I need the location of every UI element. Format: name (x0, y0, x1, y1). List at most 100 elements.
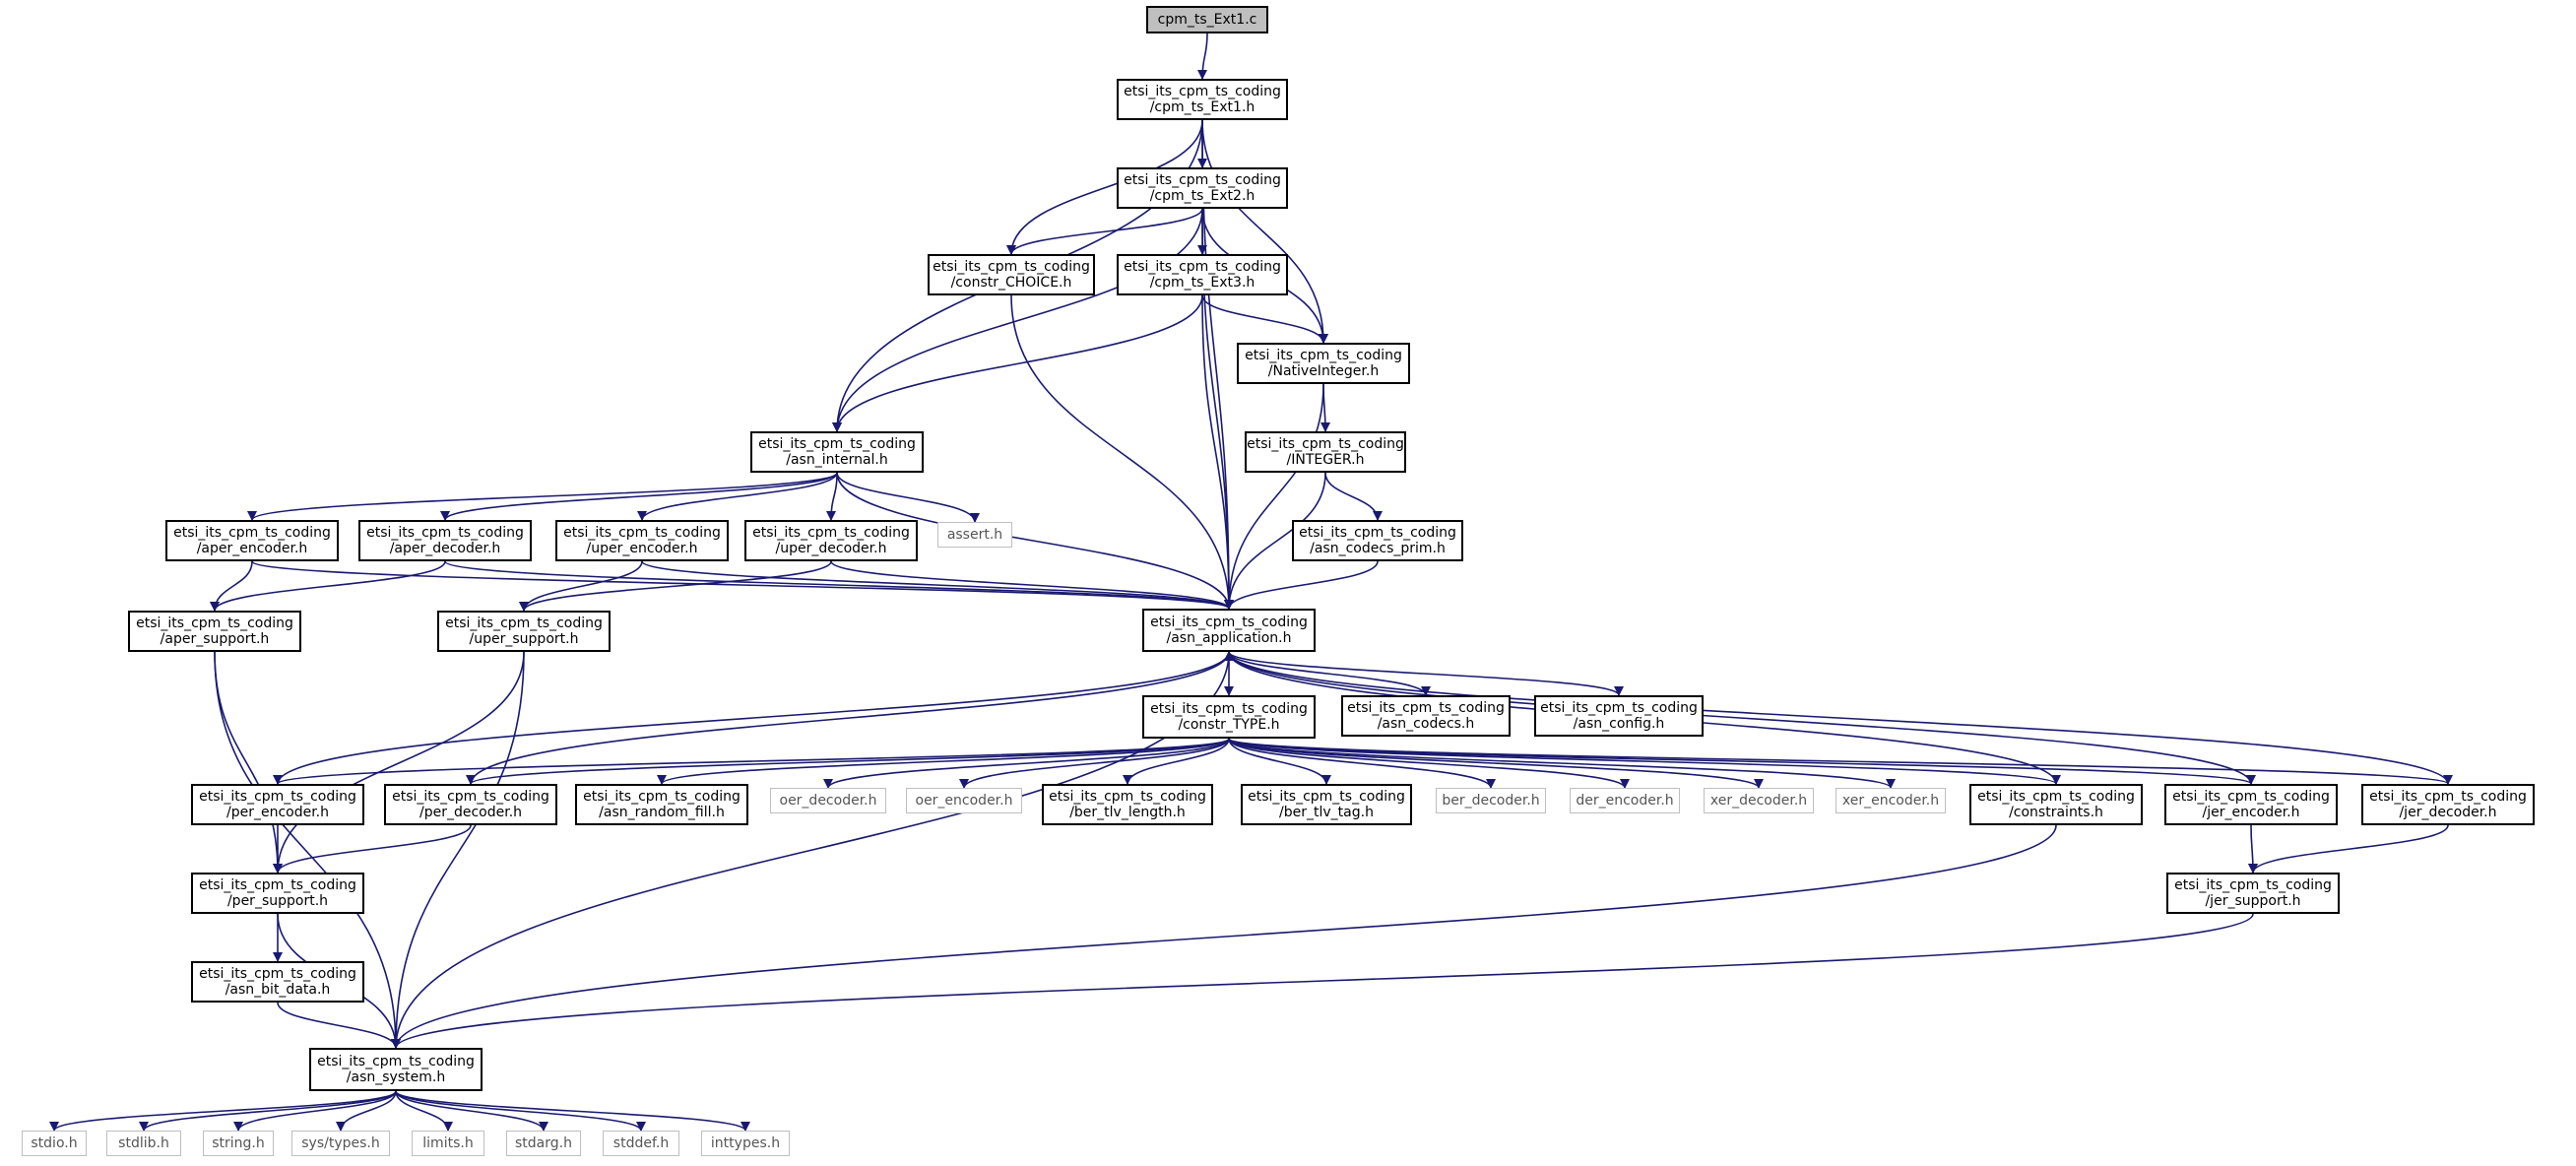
edge-integer-to-codecs_prim (1324, 472, 1383, 521)
node-inttypes: inttypes.h (701, 1131, 790, 1156)
node-label-line: /uper_decoder.h (775, 541, 887, 556)
node-bit-data[interactable]: etsi_its_cpm_ts_coding/asn_bit_data.h (191, 961, 364, 1003)
node-label-line: /asn_codecs_prim.h (1310, 541, 1446, 556)
node-label-line: stdlib.h (118, 1135, 169, 1151)
edge-per_dec-to-per_sup (273, 824, 472, 874)
edge-uper_sup-to-asn_system (391, 651, 525, 1049)
node-label-line: oer_decoder.h (779, 793, 877, 809)
node-asn-app[interactable]: etsi_its_cpm_ts_coding/asn_application.h (1142, 609, 1316, 652)
node-label-line: etsi_its_cpm_ts_coding (199, 966, 356, 982)
node-aper-dec[interactable]: etsi_its_cpm_ts_coding/aper_decoder.h (358, 520, 532, 561)
edge-ext3-to-asn_app (1201, 294, 1234, 610)
node-label-line: /per_decoder.h (419, 805, 523, 820)
edge-asn_internal-to-uper_dec (826, 472, 838, 521)
node-label-line: etsi_its_cpm_ts_coding (758, 436, 916, 452)
edge-constr_type-to-constraints (1228, 738, 2061, 785)
edge-constr_type-to-oer_enc (959, 738, 1230, 789)
node-der-enc: der_encoder.h (1570, 788, 1680, 813)
node-per-sup[interactable]: etsi_its_cpm_ts_coding/per_support.h (191, 873, 364, 914)
node-label-line: stdio.h (31, 1135, 78, 1151)
node-per-enc[interactable]: etsi_its_cpm_ts_coding/per_encoder.h (191, 784, 364, 825)
node-label-line: cpm_ts_Ext1.c (1157, 12, 1257, 28)
node-uper-sup[interactable]: etsi_its_cpm_ts_coding/uper_support.h (437, 611, 611, 652)
node-jer-dec[interactable]: etsi_its_cpm_ts_coding/jer_decoder.h (2361, 784, 2535, 825)
node-ext2[interactable]: etsi_its_cpm_ts_coding/cpm_ts_Ext2.h (1117, 167, 1288, 209)
edge-jer_enc-to-jer_sup (2247, 824, 2258, 874)
node-uper-dec[interactable]: etsi_its_cpm_ts_coding/uper_decoder.h (744, 520, 918, 561)
edge-constraints-to-asn_system (391, 824, 2057, 1049)
node-label-line: etsi_its_cpm_ts_coding (1247, 436, 1404, 452)
node-label-line: etsi_its_cpm_ts_coding (563, 525, 721, 541)
edge-constr_type-to-ber_tag (1228, 738, 1331, 785)
node-uper-enc[interactable]: etsi_its_cpm_ts_coding/uper_encoder.h (555, 520, 729, 561)
edge-ext2-to-choice (1006, 208, 1203, 255)
edge-asn_system-to-string (233, 1090, 397, 1132)
node-aper-sup[interactable]: etsi_its_cpm_ts_coding/aper_support.h (128, 611, 301, 652)
node-codecs-prim[interactable]: etsi_its_cpm_ts_coding/asn_codecs_prim.h (1292, 520, 1463, 561)
node-label-line: stddef.h (612, 1135, 670, 1151)
node-label-line: etsi_its_cpm_ts_coding (752, 525, 910, 541)
node-asn-internal[interactable]: etsi_its_cpm_ts_coding/asn_internal.h (750, 431, 924, 473)
node-oer-dec: oer_decoder.h (770, 788, 886, 813)
node-label-line: etsi_its_cpm_ts_coding (583, 789, 741, 805)
edge-aper_enc-to-asn_app (251, 560, 1234, 610)
node-aper-enc[interactable]: etsi_its_cpm_ts_coding/aper_encoder.h (165, 520, 339, 561)
edge-per_enc-to-asn_app (277, 651, 1234, 785)
node-asn-system[interactable]: etsi_its_cpm_ts_coding/asn_system.h (309, 1048, 483, 1091)
edge-codecs_prim-to-asn_app (1224, 560, 1379, 610)
node-ber-len[interactable]: etsi_its_cpm_ts_coding/ber_tlv_length.h (1042, 784, 1213, 825)
node-asn-config[interactable]: etsi_its_cpm_ts_coding/asn_config.h (1534, 695, 1704, 737)
node-jer-enc[interactable]: etsi_its_cpm_ts_coding/jer_encoder.h (2164, 784, 2338, 825)
edge-ext1-to-native (1201, 119, 1328, 344)
node-label-line: /asn_internal.h (786, 452, 888, 468)
edge-jer_sup-to-asn_system (391, 913, 2254, 1049)
node-integer[interactable]: etsi_its_cpm_ts_coding/INTEGER.h (1245, 431, 1406, 473)
edge-constr_type-to-der_enc (1228, 738, 1630, 789)
edge-bit_data-to-asn_system (277, 1002, 401, 1049)
edge-asn_app-to-asn_codecs (1228, 651, 1431, 696)
node-constr-type[interactable]: etsi_its_cpm_ts_coding/constr_TYPE.h (1142, 695, 1316, 739)
node-jer-sup[interactable]: etsi_its_cpm_ts_coding/jer_support.h (2166, 873, 2340, 914)
node-label-line: /NativeInteger.h (1267, 363, 1380, 379)
edge-jer_dec-to-asn_app (1224, 651, 2449, 785)
node-stdlib: stdlib.h (106, 1131, 181, 1156)
node-label-line: /jer_decoder.h (2399, 805, 2497, 820)
edge-jer_dec-to-jer_sup (2248, 824, 2449, 874)
edge-asn_internal-to-aper_enc (247, 472, 838, 521)
node-label-line: string.h (212, 1135, 265, 1151)
node-label-line: /asn_random_fill.h (599, 805, 725, 820)
edge-jer_enc-to-asn_app (1224, 651, 2252, 785)
node-ext3[interactable]: etsi_its_cpm_ts_coding/cpm_ts_Ext3.h (1117, 254, 1288, 295)
node-label-line: etsi_its_cpm_ts_coding (1540, 700, 1698, 716)
node-assert: assert.h (937, 522, 1012, 548)
node-label-line: etsi_its_cpm_ts_coding (317, 1054, 475, 1069)
node-random-fill[interactable]: etsi_its_cpm_ts_coding/asn_random_fill.h (575, 784, 748, 825)
node-label-line: der_encoder.h (1576, 793, 1674, 809)
node-label-line: /per_support.h (226, 893, 329, 909)
node-ber-tag[interactable]: etsi_its_cpm_ts_coding/ber_tlv_tag.h (1241, 784, 1412, 825)
edge-constr_type-to-jer_dec (1228, 738, 2453, 785)
node-ext1[interactable]: etsi_its_cpm_ts_coding/cpm_ts_Ext1.h (1117, 79, 1288, 120)
edge-asn_internal-to-aper_dec (440, 472, 838, 521)
edge-asn_internal-to-uper_enc (637, 472, 838, 521)
node-constraints[interactable]: etsi_its_cpm_ts_coding/constraints.h (1969, 784, 2143, 825)
node-label-line: etsi_its_cpm_ts_coding (1248, 789, 1405, 805)
node-label-line: stdarg.h (515, 1135, 572, 1151)
node-label-line: /aper_encoder.h (196, 541, 308, 556)
node-label-line: xer_decoder.h (1709, 793, 1808, 809)
edge-asn_internal-to-asn_app (836, 472, 1234, 610)
node-label-line: /cpm_ts_Ext2.h (1149, 188, 1256, 204)
node-choice[interactable]: etsi_its_cpm_ts_coding/constr_CHOICE.h (928, 254, 1095, 295)
edge-ext1-to-choice (1006, 119, 1203, 255)
node-stddef: stddef.h (603, 1131, 679, 1156)
node-asn-codecs[interactable]: etsi_its_cpm_ts_coding/asn_codecs.h (1341, 695, 1511, 737)
node-per-dec[interactable]: etsi_its_cpm_ts_coding/per_decoder.h (384, 784, 557, 825)
edge-ext3-to-native (1201, 294, 1328, 344)
node-label-line: /INTEGER.h (1286, 452, 1365, 468)
edge-asn_system-to-stdio (49, 1090, 397, 1132)
node-native[interactable]: etsi_its_cpm_ts_coding/NativeInteger.h (1237, 343, 1410, 384)
node-label-line: /cpm_ts_Ext1.h (1149, 99, 1256, 115)
node-label-line: /asn_config.h (1573, 716, 1665, 732)
edge-uper_sup-to-per_sup (273, 651, 525, 874)
